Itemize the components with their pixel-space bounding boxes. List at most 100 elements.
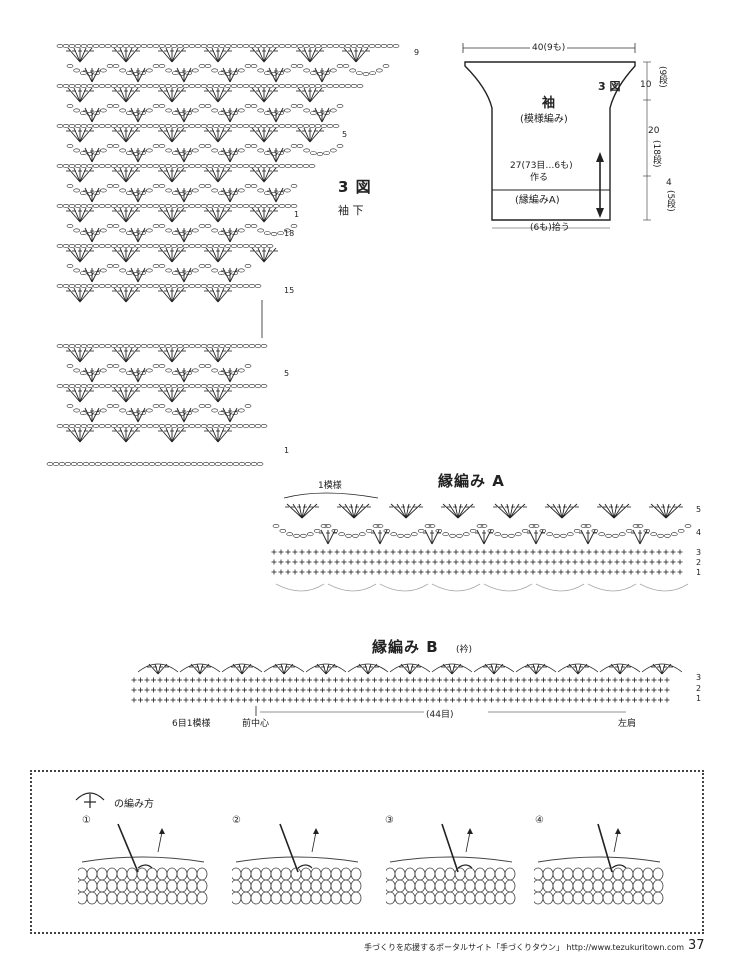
stitch-dc bbox=[79, 347, 87, 363]
stitch-chain bbox=[112, 184, 120, 188]
stitch-dc bbox=[137, 147, 146, 163]
fabric-loop bbox=[552, 879, 564, 893]
stitch-chain bbox=[684, 524, 692, 528]
stitch-chain bbox=[196, 462, 204, 466]
stitch-chain bbox=[80, 244, 88, 248]
stitch-dc bbox=[561, 503, 578, 519]
stitch-dc bbox=[251, 207, 265, 223]
stitch-chain bbox=[211, 408, 218, 413]
stitch-dc bbox=[79, 427, 87, 443]
fabric-loop bbox=[340, 891, 352, 905]
stitch-chain bbox=[86, 384, 94, 388]
stitch-chain bbox=[170, 84, 178, 88]
fabric-loop bbox=[350, 891, 362, 905]
stitch-chain bbox=[82, 462, 90, 466]
stitch-chain bbox=[204, 184, 212, 188]
stitch-chain bbox=[218, 344, 226, 348]
stitch-chain bbox=[128, 44, 136, 48]
stitch-dc bbox=[183, 367, 192, 383]
stitch-dc bbox=[661, 663, 672, 675]
stitch-dc bbox=[268, 187, 277, 203]
stitch-chain bbox=[93, 151, 100, 156]
stitch-chain bbox=[66, 184, 74, 188]
stitch-dc bbox=[205, 167, 219, 183]
fabric-edge bbox=[537, 856, 661, 863]
stitch-chain bbox=[424, 524, 432, 528]
stitch-chain bbox=[73, 148, 80, 153]
stitch-chain bbox=[230, 204, 238, 208]
stitch-dc bbox=[241, 663, 246, 675]
stitch-chain bbox=[86, 112, 94, 116]
stitch-chain bbox=[194, 124, 202, 128]
stitch-chain bbox=[188, 284, 196, 288]
stitch-chain bbox=[172, 111, 179, 116]
stitch-chain bbox=[238, 148, 245, 153]
stitch-chain bbox=[244, 144, 252, 148]
stitch-chain bbox=[244, 364, 252, 368]
fabric-loop bbox=[454, 879, 466, 893]
stitch-chain bbox=[146, 124, 154, 128]
stitch-chain bbox=[260, 244, 268, 248]
stitch-dc bbox=[568, 663, 579, 675]
stitch-chain bbox=[277, 231, 284, 236]
stitch-chain bbox=[296, 104, 304, 108]
stitch-dc bbox=[125, 87, 139, 103]
fabric-loop bbox=[632, 891, 644, 905]
stitch-dc bbox=[405, 503, 410, 519]
stitch-chain bbox=[112, 364, 120, 368]
stitch-chain bbox=[591, 528, 599, 533]
fabric-loop bbox=[126, 891, 138, 905]
stitch-chain bbox=[86, 412, 94, 416]
stitch-chain bbox=[236, 84, 244, 88]
stitch-chain bbox=[286, 532, 294, 537]
stitch-dc bbox=[268, 147, 277, 163]
stitch-chain bbox=[178, 152, 186, 156]
stitch-chain bbox=[218, 151, 225, 156]
fabric-edge bbox=[81, 856, 205, 863]
stitch-chain bbox=[190, 462, 198, 466]
stitch-chain bbox=[178, 372, 186, 376]
stitch-chain bbox=[110, 284, 118, 288]
stitch-dc bbox=[137, 407, 146, 423]
fabric-loop bbox=[290, 867, 302, 881]
stitch-chain bbox=[206, 344, 214, 348]
stitch-chain bbox=[68, 164, 76, 168]
stitch-dc bbox=[448, 503, 459, 519]
fabric-loop bbox=[414, 891, 426, 905]
stitch-dc bbox=[309, 127, 317, 143]
stitch-chain bbox=[80, 71, 87, 76]
fabric-loop bbox=[464, 891, 476, 905]
stitch-dc bbox=[73, 167, 81, 183]
fabric-loop bbox=[404, 891, 416, 905]
stitch-chain bbox=[116, 204, 124, 208]
stitch-chain bbox=[146, 268, 153, 273]
stitch-chain bbox=[539, 528, 547, 533]
stitch-dc bbox=[494, 503, 511, 519]
stitch-chain bbox=[218, 164, 226, 168]
stitch-chain bbox=[356, 71, 363, 76]
fabric-loop bbox=[642, 891, 654, 905]
stitch-chain bbox=[336, 64, 344, 68]
step-illustration bbox=[78, 823, 208, 905]
stitch-chain bbox=[284, 204, 292, 208]
fabric-loop bbox=[310, 867, 322, 881]
fabric-loop bbox=[464, 879, 476, 893]
stitch-chain bbox=[266, 124, 274, 128]
stitch-dc bbox=[217, 347, 225, 363]
stitch-dc bbox=[217, 287, 231, 303]
stitch-chain bbox=[128, 84, 136, 88]
stitch-chain bbox=[324, 524, 332, 528]
stitch-chain bbox=[336, 144, 344, 148]
stitch-chain bbox=[390, 532, 398, 537]
fabric-loop bbox=[622, 867, 634, 881]
stitch-chain bbox=[134, 384, 142, 388]
fabric-loop bbox=[622, 891, 634, 905]
stitch-chain bbox=[112, 64, 120, 68]
stitch-chain bbox=[98, 124, 106, 128]
stitch-chain bbox=[86, 164, 94, 168]
stitch-chain bbox=[231, 151, 238, 156]
stitch-dc bbox=[79, 167, 93, 183]
stitch-dc bbox=[91, 107, 100, 123]
stitch-dc bbox=[125, 347, 139, 363]
stitch-chain bbox=[198, 404, 206, 408]
